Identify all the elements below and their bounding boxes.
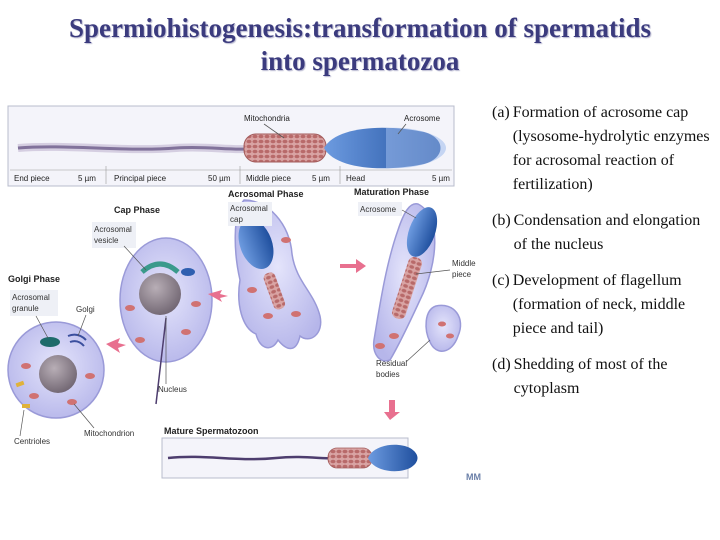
svg-text:cap: cap [230,215,243,224]
svg-text:Acrosomal: Acrosomal [94,225,132,234]
mature-middle-piece [327,447,373,469]
mitochondria-label: Mitochondria [244,114,290,123]
arrow-golgi-to-cap [106,338,126,353]
label-mitochondrion: Mitochondrion [84,429,134,438]
middle-piece [243,133,327,163]
mature-head [368,444,418,472]
svg-text:vesicle: vesicle [94,236,119,245]
label-golgi: Golgi [76,305,95,314]
title-line-1: Spermiohistogenesis:transformation of sp… [69,13,651,43]
golgi-mito-2 [85,373,95,379]
head-label: Head [346,174,365,183]
arrow-acrosomal-to-maturation [340,259,366,273]
acrosomal-phase-label: Acrosomal Phase [228,189,304,199]
svg-text:Acrosome: Acrosome [360,205,397,214]
maturation-middle-piece [392,256,422,320]
svg-text:Acrosomal: Acrosomal [12,293,50,302]
maturation-head [406,207,438,257]
acrosome-top-label: Acrosome [404,114,441,123]
list-item: (d) Shedding of most of the cytoplasm [492,353,714,401]
publisher-logo: MM [466,472,481,482]
list-item: (a) Formation of acrosome cap (lysosome-… [492,101,714,197]
svg-text:granule: granule [12,304,39,313]
mature-tail [167,455,345,461]
list-item-text: Formation of acrosome cap (lysosome-hydr… [512,104,710,193]
arrow-cap-to-acrosomal [208,290,228,302]
tail-sheath [17,142,247,154]
list-item: (b) Condensation and elongation of the n… [492,209,714,257]
list-item-label: (d) [492,356,511,373]
golgi-apparatus [67,333,87,347]
acrosomal-middle-piece [263,272,286,310]
middle-piece-label: Middle piece [246,174,291,183]
svg-text:piece: piece [452,270,472,279]
label-acrosomal-vesicle: Acrosomal vesicle [92,222,147,271]
golgi-phase-label: Golgi Phase [8,274,60,284]
golgi-acrosomal-granule [40,337,60,347]
principal-piece-label: Principal piece [114,174,167,183]
acrosomal-head [238,218,274,270]
end-piece-label: End piece [14,174,50,183]
list-item-text: Shedding of most of the cytoplasm [513,356,668,397]
cap-acrosomal-vesicle [140,261,180,274]
principal-piece-size: 50 µm [208,174,231,183]
cap-nucleus [139,273,181,315]
mature-spermatozoon-label: Mature Spermatozoon [164,426,259,436]
acrosome-cap-top [386,127,446,169]
spermiogenesis-figure: Mitochondria Acrosome End piece 5 µm Pri… [7,105,481,482]
residual-body [425,304,462,352]
slide-title: Spermiohistogenesis:transformation of sp… [0,12,720,78]
list-item-label: (b) [492,212,511,229]
golgi-mito-1 [21,363,31,369]
golgi-mito-3 [67,399,77,405]
label-residual-bodies: Residual bodies [376,339,431,379]
cap-flagellum [155,317,167,405]
label-centrioles: Centrioles [14,437,50,446]
label-acrosomal-cap: Acrosomal cap [228,202,272,226]
golgi-centriole-2 [22,404,30,408]
svg-text:bodies: bodies [376,370,400,379]
golgi-centriole-1 [15,380,25,388]
cap-phase-label: Cap Phase [114,205,160,215]
golgi-mito-4 [29,393,39,399]
cap-golgi [181,268,195,276]
list-item-label: (c) [492,272,510,289]
list-item-text: Development of flagellum (formation of n… [512,272,686,337]
arrow-to-mature [384,400,400,420]
svg-text:Middle: Middle [452,259,476,268]
svg-text:Acrosomal: Acrosomal [230,204,268,213]
golgi-nucleus [39,355,77,393]
head-size: 5 µm [432,174,450,183]
title-line-2: into spermatozoa [260,46,460,76]
stages-list: (a) Formation of acrosome cap (lysosome-… [492,101,714,413]
list-item-label: (a) [492,104,510,121]
maturation-phase-label: Maturation Phase [354,187,429,197]
label-acrosomal-granule: Acrosomal granule [10,290,58,339]
end-piece-size: 5 µm [78,174,96,183]
middle-piece-size: 5 µm [312,174,330,183]
label-middle-piece: Middle piece [415,259,476,279]
list-item: (c) Development of flagellum (formation … [492,269,714,341]
label-nucleus: Nucleus [158,385,187,394]
svg-text:Residual: Residual [376,359,407,368]
label-acrosome: Acrosome [358,202,417,219]
list-item-text: Condensation and elongation of the nucle… [513,212,701,253]
